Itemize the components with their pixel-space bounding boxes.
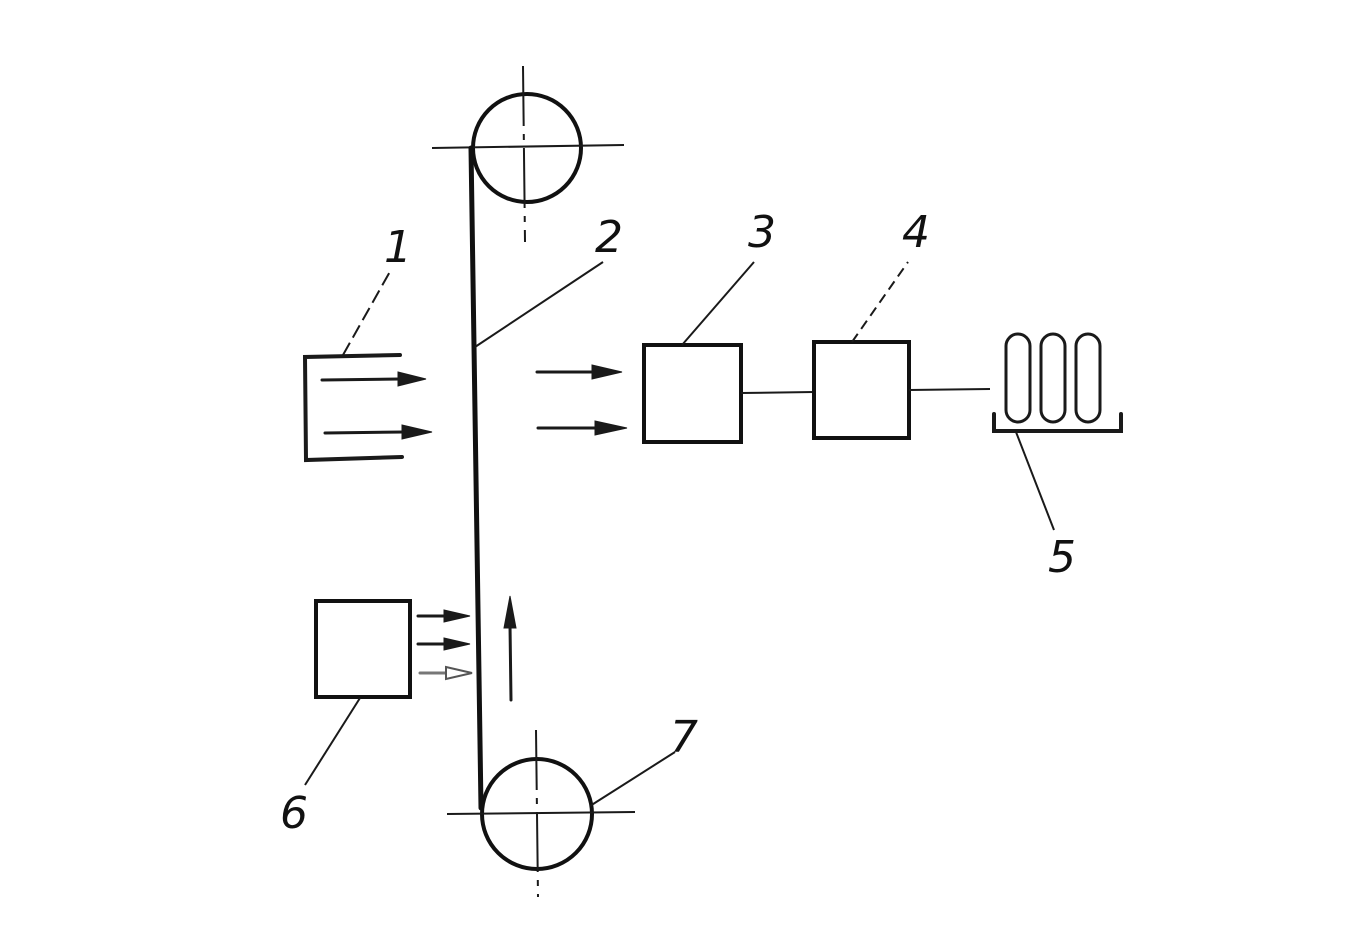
sorter-tray: [992, 412, 1123, 433]
leader-4: [851, 261, 909, 343]
label-3: 3: [748, 207, 776, 258]
source-ray-upper: [320, 377, 402, 382]
lower-pulley: [446, 729, 636, 898]
sorter-unit: [992, 332, 1123, 433]
processor-box: [812, 340, 911, 440]
lower-pulley-centerline-v: [535, 729, 539, 898]
label-5: 5: [1048, 532, 1076, 583]
belt: [468, 145, 484, 811]
source-unit: [302, 353, 433, 463]
arrow-right-icon: [401, 424, 433, 440]
label-4: 4: [902, 207, 930, 258]
arrow-right-icon: [443, 637, 471, 651]
leader-5: [1015, 431, 1055, 531]
arrow-up-icon: [503, 595, 517, 629]
arrow-right-icon: [445, 665, 473, 681]
label-6: 6: [280, 788, 308, 839]
sorter-slot-3: [1074, 332, 1102, 424]
sorter-slot-2: [1039, 332, 1067, 424]
leader-2: [474, 261, 604, 348]
arrow-right-icon: [594, 420, 628, 436]
arrow-right-icon: [397, 371, 427, 387]
upper-pulley-centerline-h: [431, 144, 625, 149]
connector-3-4: [740, 391, 815, 394]
direction-shaft: [508, 623, 513, 702]
label-2: 2: [595, 212, 623, 263]
arrow-right-icon: [443, 609, 471, 623]
heater-box: [314, 599, 412, 699]
belt-strip: [468, 145, 484, 811]
detector-box: [642, 343, 743, 444]
lower-pulley-centerline-h: [446, 811, 636, 815]
source-ray-lower: [323, 430, 406, 435]
upper-pulley: [431, 65, 625, 243]
label-1: 1: [384, 222, 412, 273]
heater-unit: [314, 599, 473, 699]
belt-direction: [503, 595, 517, 702]
source-bracket: [302, 353, 404, 463]
leader-1: [342, 267, 393, 356]
connector-4-5: [908, 388, 991, 391]
leader-3: [681, 261, 755, 346]
label-7: 7: [670, 712, 698, 763]
upper-pulley-centerline-v: [522, 65, 526, 243]
leader-6: [304, 697, 361, 786]
sorter-slot-1: [1004, 332, 1032, 424]
leader-7: [589, 751, 676, 807]
transmitted-rays: [535, 364, 628, 436]
arrow-right-icon: [591, 364, 623, 380]
